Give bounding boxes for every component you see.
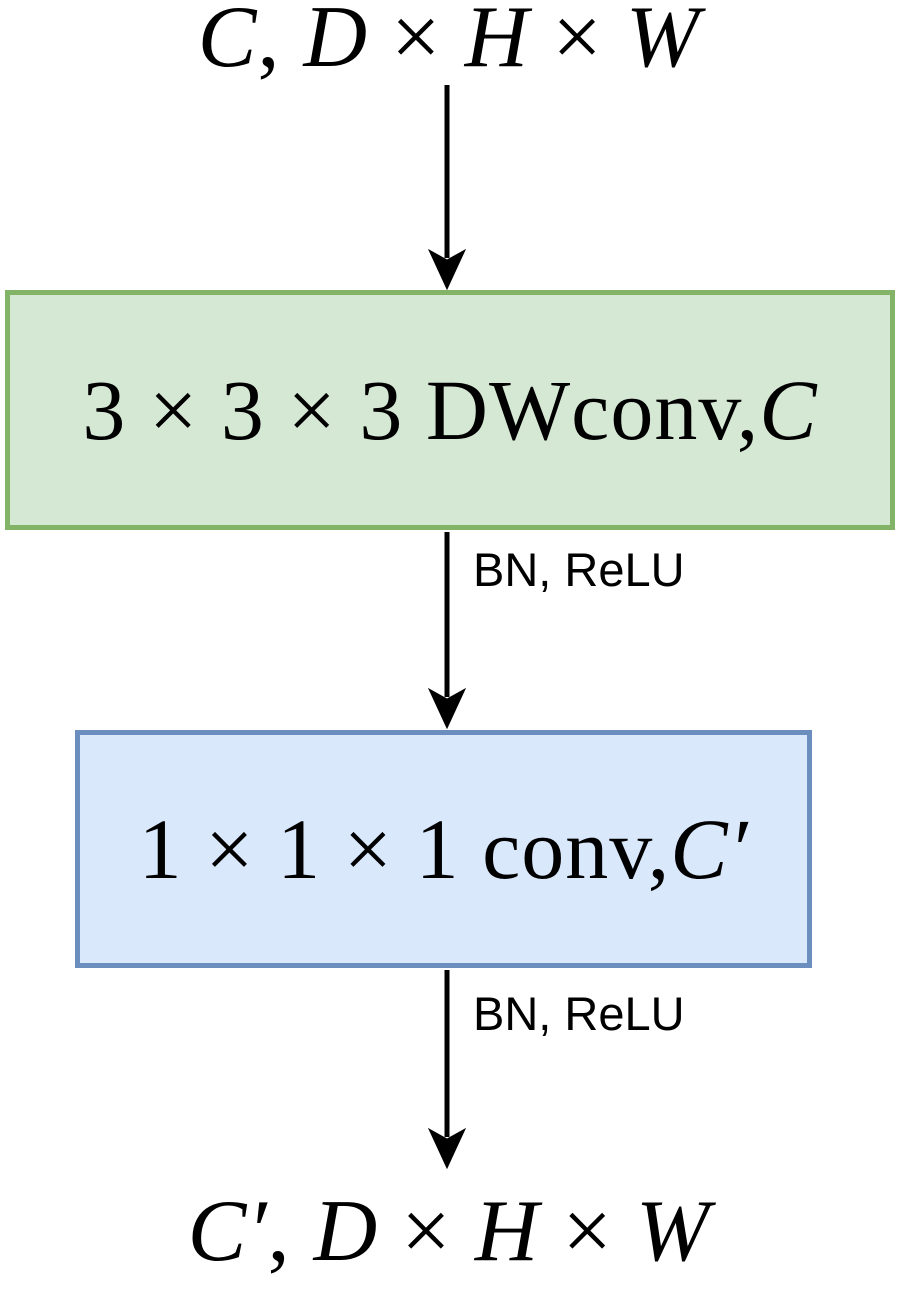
output-shape-var-w: W [636, 1183, 711, 1280]
input-shape-var-w: W [625, 0, 701, 86]
output-shape-times-1: × [378, 1183, 475, 1280]
output-shape-var-d: D [313, 1183, 379, 1280]
output-shape-var-h: H [474, 1183, 540, 1280]
pointwise-conv-box: 1 × 1 × 1 conv,C′ [75, 730, 812, 968]
input-shape-var-h: H [464, 0, 530, 86]
down-arrow-conv-to-output [427, 970, 467, 1170]
dwconv-op-text: 3 × 3 × 3 DWconv, [82, 362, 760, 458]
pointwise-conv-op-text: 1 × 1 × 1 conv, [138, 801, 671, 897]
pointwise-conv-channels-text: C′ [670, 801, 749, 897]
input-shape-label: C, D × H × W [0, 0, 898, 87]
dwconv-channels-text: C [759, 362, 818, 458]
output-shape-label: C′, D × H × W [0, 1183, 898, 1281]
dwconv-box: 3 × 3 × 3 DWconv,C [5, 290, 895, 530]
down-arrow-dwconv-to-conv [427, 532, 467, 730]
bn-relu-label-2: BN, ReLU [473, 987, 685, 1040]
input-shape-times-2: × [529, 0, 626, 86]
input-shape-times-1: × [368, 0, 465, 86]
output-shape-sep: , [267, 1183, 314, 1280]
input-shape-var-d: D [303, 0, 369, 86]
down-arrow-input-to-dwconv [427, 85, 467, 291]
output-shape-var-c-prime: C′ [187, 1183, 268, 1280]
bn-relu-label-1: BN, ReLU [473, 543, 685, 596]
output-shape-times-2: × [539, 1183, 637, 1280]
input-shape-var-c: C [197, 0, 258, 86]
input-shape-sep: , [257, 0, 304, 86]
